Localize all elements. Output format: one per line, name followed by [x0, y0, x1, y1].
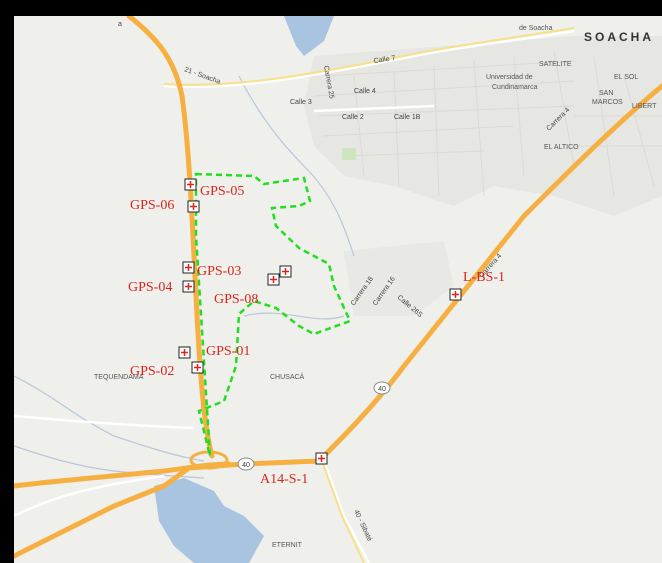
top-left-road-fragment: a	[118, 21, 122, 28]
marker-gps08-a[interactable]	[267, 273, 280, 286]
gps04-label: GPS-04	[128, 280, 172, 295]
station-markers	[178, 178, 462, 465]
route-40-label-b: 40	[242, 462, 250, 469]
marker-gps03[interactable]	[182, 261, 195, 274]
bs1-label: L-BS-1	[463, 270, 505, 285]
tequendama-label: TEQUENDAMA	[94, 374, 144, 381]
city-label: SOACHA	[584, 30, 654, 44]
map-svg: 40 40 SOACHA de Soacha SATELITE Universi…	[14, 16, 662, 563]
el-sol-label: EL SOL	[614, 74, 638, 81]
satelite-label: SATELITE	[539, 61, 572, 68]
urban-streets	[313, 50, 662, 297]
gps01-label: GPS-01	[206, 344, 250, 359]
marker-gps04[interactable]	[182, 280, 195, 293]
calle3-label: Calle 3	[290, 99, 312, 106]
chusaca-label: CHUSACÁ	[270, 372, 305, 381]
calle1b-label: Calle 1B	[394, 114, 421, 121]
san-marcos-label-2: MARCOS	[592, 99, 623, 106]
marker-gps05[interactable]	[184, 178, 197, 191]
soacha-area-label: de Soacha	[519, 25, 553, 32]
gps08-label: GPS-08	[214, 292, 258, 307]
calle4-label: Calle 4	[354, 88, 376, 95]
gps03-label: GPS-03	[197, 264, 241, 279]
eternit-label: ETERNIT	[272, 542, 303, 549]
route-40-shield-b: 40	[237, 457, 255, 471]
gps02-label: GPS-02	[130, 364, 174, 379]
gps05-label: GPS-05	[200, 184, 244, 199]
marker-bs1[interactable]	[449, 288, 462, 301]
study-area-boundary	[194, 172, 352, 457]
el-altico-label: EL ALTICO	[544, 144, 579, 151]
settlement-area	[344, 241, 454, 316]
minor-roads	[14, 29, 575, 563]
marker-gps02[interactable]	[191, 361, 204, 374]
calle2-label: Calle 2	[342, 114, 364, 121]
calle7-label: Calle 7	[373, 55, 396, 65]
marker-gps08-b[interactable]	[279, 265, 292, 278]
sibate-road	[321, 460, 365, 563]
reservoir-bottom	[154, 478, 264, 563]
gps06-label: GPS-06	[130, 198, 174, 213]
reservoir-top	[284, 16, 334, 56]
university-label-1: Universidad de	[486, 74, 533, 81]
route-40-label-a: 40	[378, 386, 386, 393]
marker-a14s1[interactable]	[315, 452, 328, 465]
university-label-2: Cundinamarca	[492, 84, 538, 91]
marker-gps06[interactable]	[187, 200, 200, 213]
park-patch	[342, 148, 356, 160]
route-40-shield-a: 40	[373, 381, 391, 395]
calle7-road	[163, 27, 575, 86]
map-canvas[interactable]: 40 40 SOACHA de Soacha SATELITE Universi…	[14, 16, 662, 563]
libertad-label: LIBERT	[632, 103, 657, 110]
san-marcos-label-1: SAN	[599, 90, 613, 97]
marker-gps01[interactable]	[178, 346, 191, 359]
a14s1-label: A14-S-1	[260, 472, 308, 487]
